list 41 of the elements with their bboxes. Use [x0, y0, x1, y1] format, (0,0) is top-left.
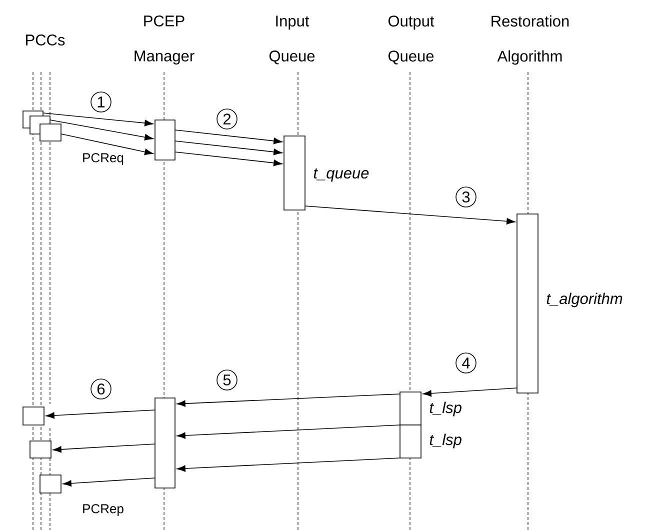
lifeline-header: PCEP Manager: [134, 15, 194, 64]
step-number: 3: [456, 186, 476, 208]
message-label: PCReq: [83, 153, 124, 165]
duration-label: t_algorithm: [546, 292, 622, 308]
lifeline-header: Input Queue: [269, 16, 315, 64]
client-box: [40, 124, 62, 142]
arrow: [46, 410, 155, 419]
arrow: [305, 206, 516, 224]
lifeline-header: Output Queue: [388, 16, 434, 64]
client-box: [40, 474, 62, 494]
arrow: [176, 458, 400, 472]
arrow: [175, 152, 282, 166]
lifeline-header: PCCs: [26, 34, 65, 46]
arrow: [176, 394, 400, 407]
activation-box: [400, 392, 422, 426]
step-number: 5: [216, 370, 238, 390]
arrow: [43, 112, 154, 126]
arrow: [61, 134, 154, 156]
arrow: [50, 120, 154, 140]
step-number: 1: [90, 92, 112, 112]
duration-label: t_lsp: [430, 402, 462, 416]
client-box: [30, 440, 52, 458]
arrow: [422, 388, 517, 397]
activation-box: [516, 214, 538, 394]
arrow: [62, 478, 155, 487]
step-number: 6: [90, 378, 112, 400]
activation-box: [154, 120, 176, 160]
duration-label: t_lsp: [430, 434, 462, 448]
step-number: 4: [456, 352, 476, 374]
activation-box: [284, 136, 306, 210]
activation-box: [154, 398, 176, 488]
arrow: [176, 424, 400, 439]
step-number: 2: [216, 108, 238, 130]
activation-box: [400, 424, 422, 458]
message-label: PCRep: [83, 504, 124, 516]
client-box: [22, 406, 44, 426]
duration-label: t_queue: [314, 168, 369, 182]
lifeline-header: Restoration Algorithm: [492, 15, 569, 65]
arrow: [175, 140, 282, 156]
arrow: [175, 130, 282, 144]
arrow: [52, 444, 155, 453]
